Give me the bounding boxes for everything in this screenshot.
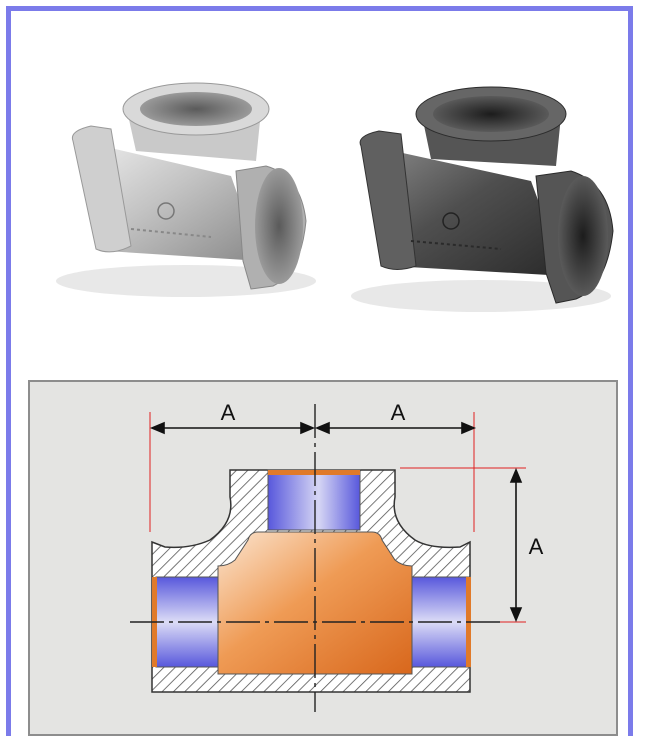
product-photos [56, 82, 614, 312]
top-port-thread-end [268, 470, 360, 475]
cross-section-panel: A A A [28, 380, 618, 736]
cross-section-diagram: A A A [130, 400, 544, 712]
dimension-label-left: A [221, 400, 236, 425]
dimension-arrows [149, 421, 523, 623]
dimension-label-vertical: A [529, 534, 544, 559]
top-port [267, 469, 361, 531]
black-tee-photo [351, 86, 614, 312]
dimension-label-right: A [391, 400, 406, 425]
galvanized-tee-photo [56, 82, 316, 297]
